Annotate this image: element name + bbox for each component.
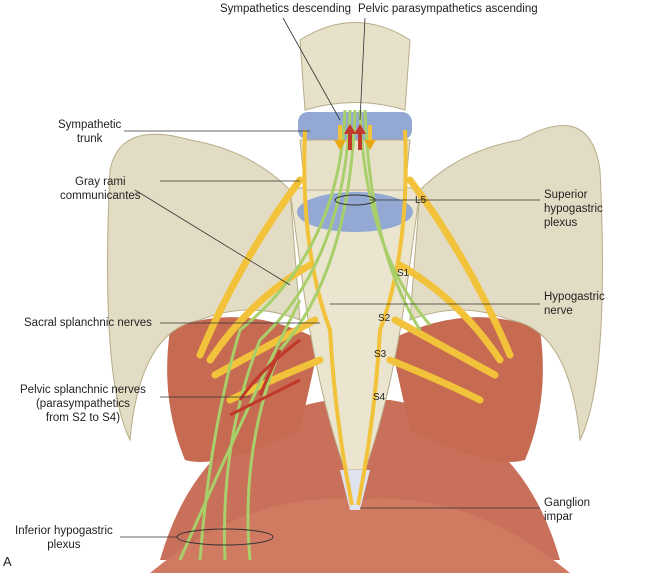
line: from S2 to S4) [45, 412, 121, 424]
line: Inferior hypogastric [15, 525, 113, 537]
line: Superior [544, 189, 588, 201]
pelvic-splanchnic-nerves [229, 338, 301, 417]
line: trunk [76, 133, 103, 145]
label-s4: S4 [373, 392, 386, 403]
figure-letter: A [3, 554, 12, 569]
label-superior-hypogastric: Superior hypogastric plexus [544, 188, 603, 230]
label-s2: S2 [378, 313, 391, 324]
label-s1: S1 [397, 268, 410, 279]
label-sympathetics-descending: Sympathetics descending [220, 3, 352, 15]
line: (parasympathetics [35, 398, 130, 410]
label-ganglion-impar: Ganglion impar [544, 496, 590, 524]
line: hypogastric [544, 203, 603, 215]
line: communicantes [60, 190, 141, 202]
line: nerve [544, 305, 573, 317]
sacral-plexus-left [196, 176, 324, 404]
l5-vertebra [299, 139, 411, 191]
line: Hypogastric [544, 291, 605, 303]
line: impar [544, 511, 573, 523]
line: Pelvic splanchnic nerves [20, 384, 146, 396]
line: Gray rami [75, 176, 126, 188]
label-gray-rami: Gray rami communicantes [60, 175, 141, 203]
label-sacral-splanchnic: Sacral splanchnic nerves [24, 317, 152, 329]
line: Sympathetic [58, 119, 122, 131]
leader-lines [120, 17, 540, 538]
line: plexus [544, 217, 578, 229]
line: Ganglion [544, 497, 591, 509]
right-sympathetic-trunk [356, 129, 408, 506]
l4-vertebra [299, 22, 411, 111]
direction-arrows [334, 124, 376, 150]
l5-s1-disc [297, 192, 413, 232]
label-inferior-hypogastric: Inferior hypogastric plexus [15, 524, 113, 552]
label-pelvic-parasympathetics-ascending: Pelvic parasympathetics ascending [358, 3, 538, 15]
label-hypogastric-nerve: Hypogastric nerve [544, 290, 605, 318]
label-s3: S3 [374, 349, 387, 360]
label-pelvic-splanchnic: Pelvic splanchnic nerves (parasympathetic… [20, 383, 146, 425]
line: plexus [47, 539, 81, 551]
label-l5: L5 [415, 195, 427, 206]
left-sympathetic-trunk [302, 129, 354, 506]
label-sympathetic-trunk: Sympathetic trunk [58, 118, 121, 146]
muscle-lower [150, 498, 570, 573]
